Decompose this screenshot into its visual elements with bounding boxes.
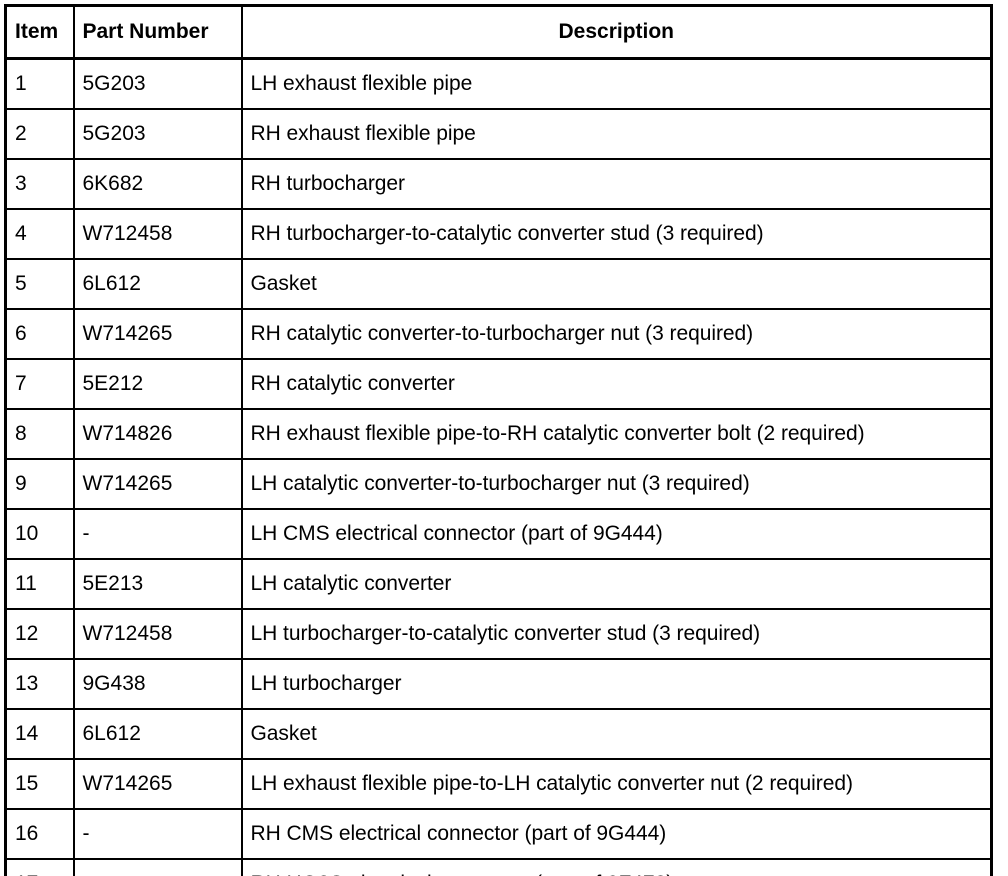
cell-part-number: -	[72, 508, 243, 560]
cell-description: RH catalytic converter-to-turbocharger n…	[240, 308, 993, 360]
cell-part-number: -	[72, 808, 243, 860]
cell-item: 10	[4, 508, 75, 560]
cell-description: RH turbocharger-to-catalytic converter s…	[240, 208, 993, 260]
cell-part-number: W712458	[72, 208, 243, 260]
cell-item: 14	[4, 708, 75, 760]
cell-part-number: W714265	[72, 758, 243, 810]
cell-item: 7	[4, 358, 75, 410]
cell-part-number: W714265	[72, 458, 243, 510]
cell-part-number: W712458	[72, 608, 243, 660]
cell-description: Gasket	[240, 258, 993, 310]
cell-description: LH turbocharger	[240, 658, 993, 710]
cell-item: 11	[4, 558, 75, 610]
cell-part-number: 5E212	[72, 358, 243, 410]
cell-description: RH exhaust flexible pipe-to-RH catalytic…	[240, 408, 993, 460]
cell-description: LH exhaust flexible pipe	[240, 57, 993, 110]
cell-item: 4	[4, 208, 75, 260]
cell-item: 12	[4, 608, 75, 660]
cell-part-number: 5G203	[72, 57, 243, 110]
cell-item: 9	[4, 458, 75, 510]
cell-item: 17	[4, 858, 75, 876]
cell-part-number: 6L612	[72, 708, 243, 760]
cell-item: 16	[4, 808, 75, 860]
cell-part-number: W714265	[72, 308, 243, 360]
cell-description: RH turbocharger	[240, 158, 993, 210]
table-row: 16-RH CMS electrical connector (part of …	[4, 808, 993, 860]
cell-part-number: 5E213	[72, 558, 243, 610]
cell-description: RH exhaust flexible pipe	[240, 108, 993, 160]
table-header-row: Item Part Number Description	[4, 4, 993, 60]
cell-item: 3	[4, 158, 75, 210]
cell-part-number: 6K682	[72, 158, 243, 210]
table-row: 10-LH CMS electrical connector (part of …	[4, 508, 993, 560]
cell-description: RH HO2S electrical connector (part of 9F…	[240, 858, 993, 876]
cell-part-number: W714826	[72, 408, 243, 460]
cell-item: 5	[4, 258, 75, 310]
cell-item: 2	[4, 108, 75, 160]
cell-item: 13	[4, 658, 75, 710]
cell-description: LH catalytic converter-to-turbocharger n…	[240, 458, 993, 510]
cell-description: LH turbocharger-to-catalytic converter s…	[240, 608, 993, 660]
cell-description: Gasket	[240, 708, 993, 760]
cell-description: LH exhaust flexible pipe-to-LH catalytic…	[240, 758, 993, 810]
column-header-item: Item	[4, 4, 75, 60]
cell-part-number: 9G438	[72, 658, 243, 710]
cell-item: 1	[4, 57, 75, 110]
cell-description: LH CMS electrical connector (part of 9G4…	[240, 508, 993, 560]
column-header-part-number: Part Number	[72, 4, 243, 60]
table-header: Item Part Number Description	[4, 4, 993, 60]
column-header-description: Description	[240, 4, 993, 60]
cell-description: RH catalytic converter	[240, 358, 993, 410]
cell-description: RH CMS electrical connector (part of 9G4…	[240, 808, 993, 860]
cell-part-number: 5G203	[72, 108, 243, 160]
cell-part-number: 6L612	[72, 258, 243, 310]
cell-part-number: -	[72, 858, 243, 876]
cell-item: 8	[4, 408, 75, 460]
cell-description: LH catalytic converter	[240, 558, 993, 610]
cell-item: 15	[4, 758, 75, 810]
table-row: 17-RH HO2S electrical connector (part of…	[4, 858, 993, 876]
cell-item: 6	[4, 308, 75, 360]
